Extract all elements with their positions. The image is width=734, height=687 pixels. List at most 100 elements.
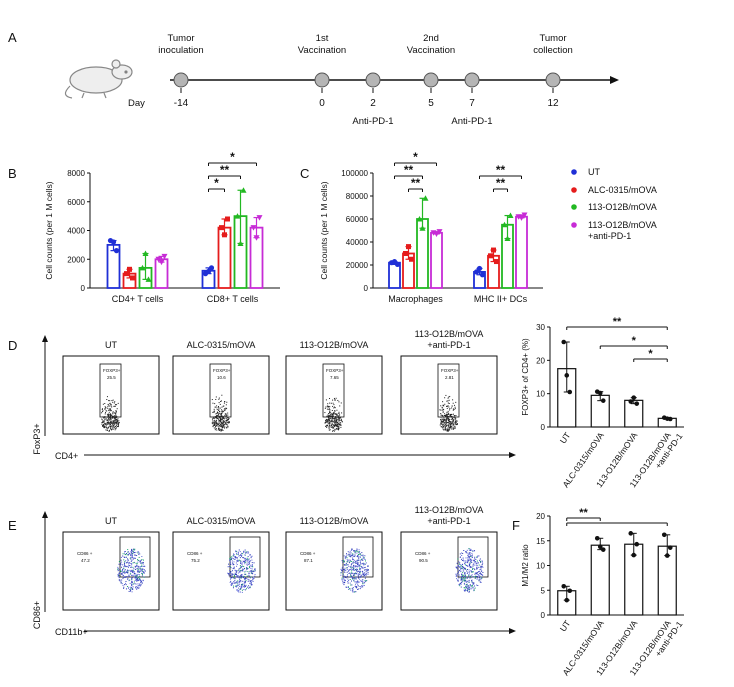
flow-event-dot xyxy=(113,405,115,407)
flow-event-dot xyxy=(362,581,364,583)
flow-event-dot xyxy=(478,564,480,566)
flow-event-dot xyxy=(127,577,129,579)
flow-event-dot xyxy=(360,574,362,576)
flow-event-dot xyxy=(227,417,229,419)
flow-event-dot xyxy=(439,424,441,426)
flow-event-dot xyxy=(357,562,359,564)
flow-event-dot xyxy=(469,571,471,573)
flow-event-dot xyxy=(334,423,336,425)
flow-event-dot xyxy=(447,429,449,431)
flow-event-dot xyxy=(106,407,108,409)
flow-event-dot xyxy=(459,566,461,568)
flow-event-dot xyxy=(467,588,469,590)
flow-event-dot xyxy=(117,568,119,570)
flow-event-dot xyxy=(355,578,357,580)
flow-event-dot xyxy=(441,414,443,416)
flow-event-dot xyxy=(348,572,350,574)
flow-event-dot xyxy=(352,562,354,564)
flow-event-dot xyxy=(452,408,454,410)
flow-event-dot xyxy=(245,558,247,560)
flow-event-dot xyxy=(466,564,468,566)
flow-event-dot xyxy=(218,410,220,412)
flow-event-dot xyxy=(355,576,357,578)
flow-event-dot xyxy=(455,424,457,426)
flow-event-dot xyxy=(476,556,478,558)
flow-event-dot xyxy=(111,423,113,425)
flow-event-dot xyxy=(112,424,114,426)
timeline-event-dot xyxy=(464,72,480,88)
flow-event-dot xyxy=(354,585,356,587)
flow-event-dot xyxy=(122,577,124,579)
flow-event-dot xyxy=(117,570,119,572)
flow-event-dot xyxy=(445,415,447,417)
flow-event-dot xyxy=(239,585,241,587)
flow-event-dot xyxy=(224,424,226,426)
flow-event-dot xyxy=(244,582,246,584)
flow-event-dot xyxy=(334,410,336,412)
flow-event-dot xyxy=(455,414,457,416)
flow-event-dot xyxy=(356,549,358,551)
flow-event-dot xyxy=(440,416,442,418)
flow-event-dot xyxy=(472,568,474,570)
flow-event-dot xyxy=(446,419,448,421)
flow-event-dot xyxy=(442,419,444,421)
timeline-arrowhead xyxy=(610,76,619,84)
flow-event-dot xyxy=(218,416,220,418)
flow-event-dot xyxy=(328,405,330,407)
flow-event-dot xyxy=(124,561,126,563)
flow-event-dot xyxy=(214,422,216,424)
flow-event-dot xyxy=(141,564,143,566)
flow-event-dot xyxy=(325,419,327,421)
flow-event-dot xyxy=(468,581,470,583)
flow-event-dot xyxy=(440,423,442,425)
flow-event-dot xyxy=(475,558,477,560)
flow-event-dot xyxy=(230,556,232,558)
flow-event-dot xyxy=(112,427,114,429)
data-point xyxy=(567,588,573,594)
flow-event-dot xyxy=(103,417,105,419)
flow-event-dot xyxy=(467,557,469,559)
flow-event-dot xyxy=(213,427,215,429)
flow-event-dot xyxy=(243,561,245,563)
flow-event-dot xyxy=(130,555,132,557)
flow-event-dot xyxy=(355,565,357,567)
flow-event-dot xyxy=(359,576,361,578)
data-point xyxy=(127,266,132,272)
flow-event-dot xyxy=(235,570,237,572)
flow-event-dot xyxy=(460,567,462,569)
flow-event-dot xyxy=(351,563,353,565)
flow-event-dot xyxy=(113,419,115,421)
flow-event-dot xyxy=(464,590,466,592)
flow-event-dot xyxy=(115,428,117,430)
flow-event-dot xyxy=(109,417,111,419)
flow-event-dot xyxy=(351,587,353,589)
flow-event-dot xyxy=(236,571,238,573)
timeline-day-value: 12 xyxy=(547,98,559,109)
flow-event-dot xyxy=(118,569,120,571)
flow-event-dot xyxy=(230,584,232,586)
flow-event-dot xyxy=(216,424,218,426)
flow-event-dot xyxy=(365,574,367,576)
bar xyxy=(515,215,528,289)
data-point xyxy=(664,416,670,421)
flow-event-dot xyxy=(479,570,481,572)
flow-event-dot xyxy=(332,430,334,432)
flow-event-dot xyxy=(464,572,466,574)
flow-event-dot xyxy=(249,570,251,572)
flow-event-dot xyxy=(132,583,134,585)
flow-event-dot xyxy=(214,421,216,423)
flow-event-dot xyxy=(248,572,250,574)
flow-event-dot xyxy=(249,564,251,566)
flow-event-dot xyxy=(218,412,220,414)
flow-event-dot xyxy=(446,421,448,423)
flow-event-dot xyxy=(251,568,253,570)
flow-event-dot xyxy=(105,407,107,409)
flow-event-dot xyxy=(252,570,254,572)
flow-event-dot xyxy=(474,564,476,566)
flow-event-dot xyxy=(223,411,225,413)
flow-event-dot xyxy=(334,429,336,431)
flow-event-dot xyxy=(223,402,225,404)
flow-event-dot xyxy=(333,421,335,423)
flow-event-dot xyxy=(237,553,239,555)
flow-event-dot xyxy=(127,569,129,571)
